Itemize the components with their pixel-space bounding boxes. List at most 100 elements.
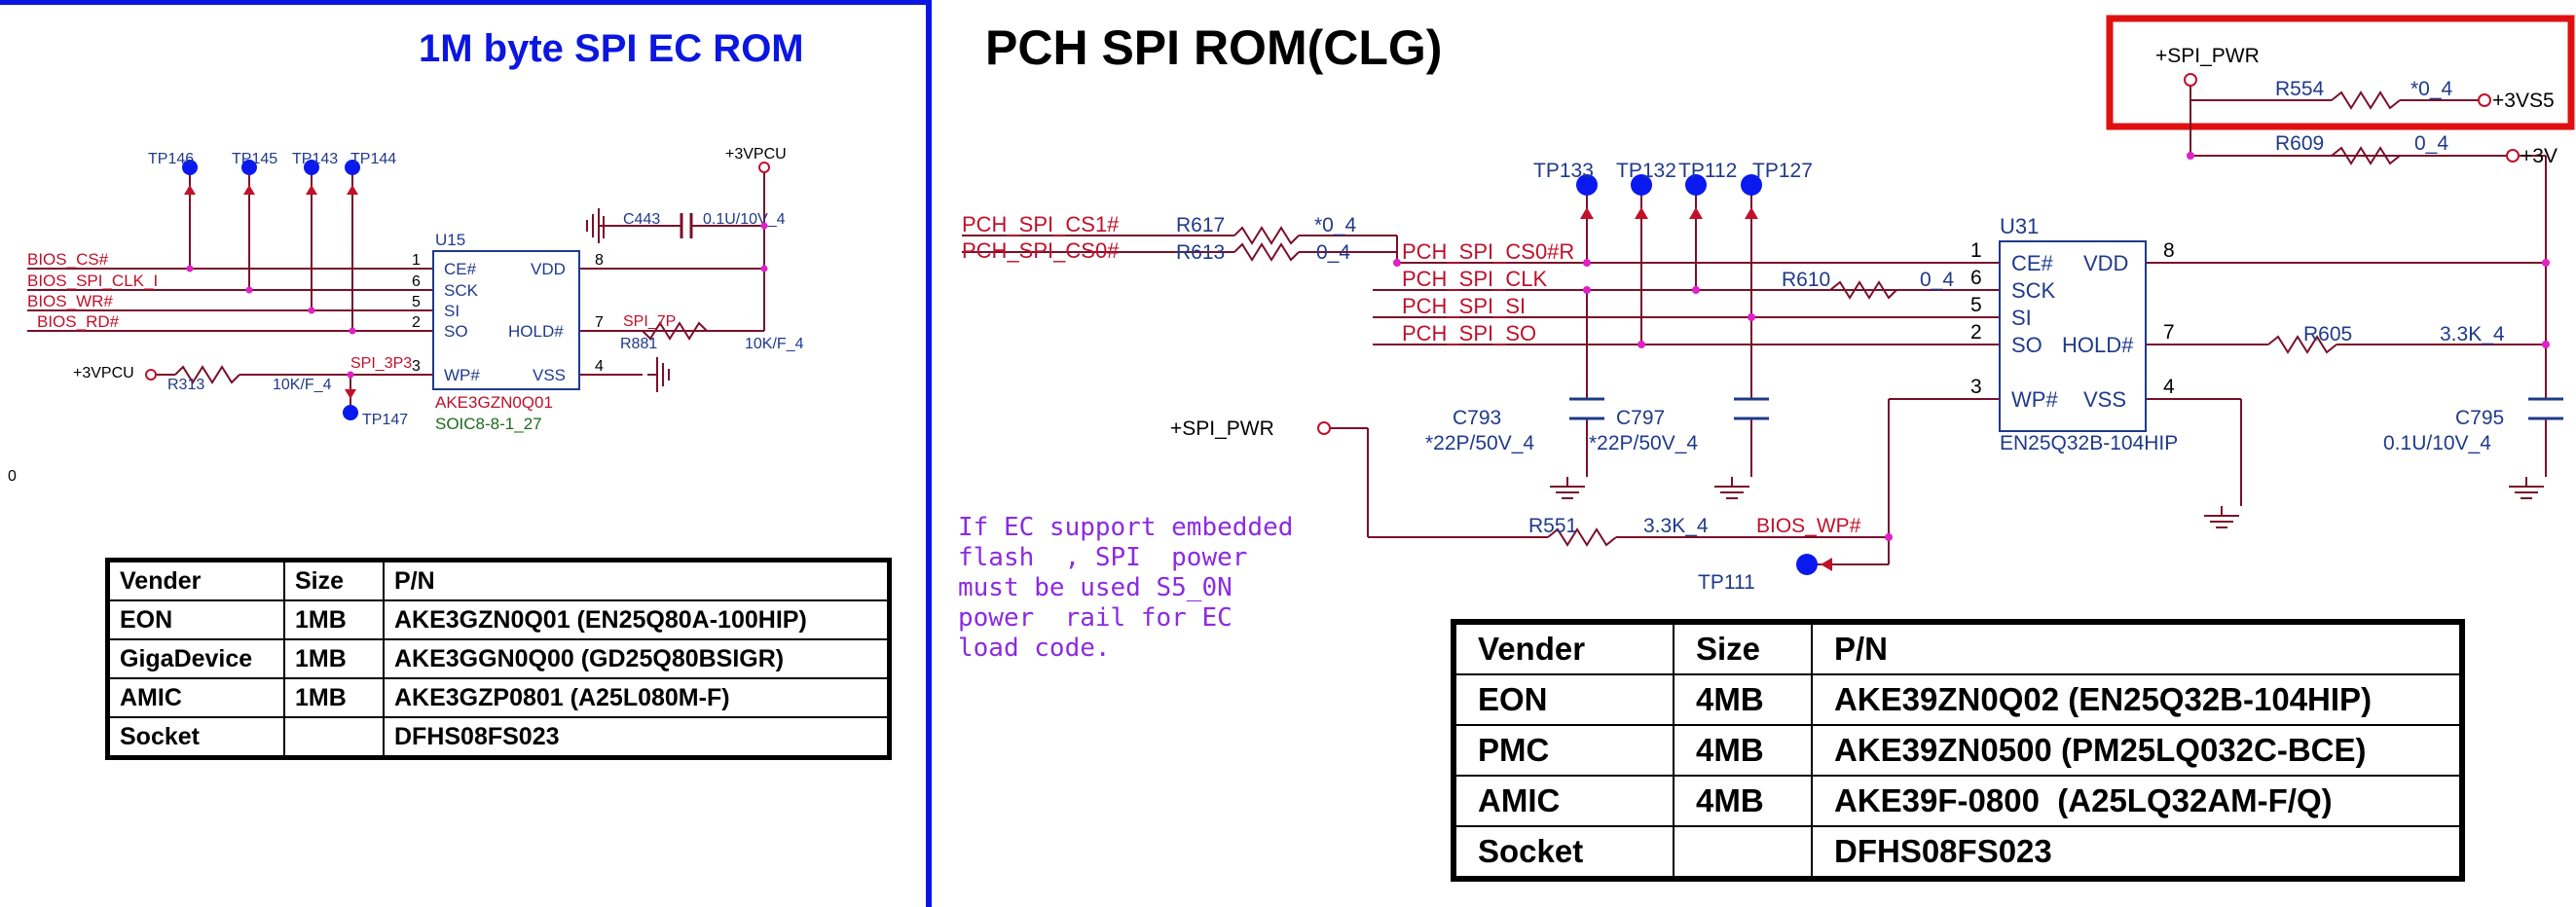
c793-ref: C793 xyxy=(1453,407,1501,429)
table-cell: 4MB xyxy=(1673,775,1813,827)
pch-schematic: U31 CE# SCK SI SO WP# VDD HOLD# VSS 1 6 … xyxy=(962,45,2563,594)
testpoint-tp145 xyxy=(241,160,257,175)
ec-embedded-flash-note: If EC support embedded flash , SPI power… xyxy=(958,513,1293,664)
ec-chip-package: SOIC8-8-1_27 xyxy=(435,415,542,433)
ec-pin-so: SO xyxy=(444,322,468,341)
table-cell: 1MB xyxy=(283,638,385,679)
pch-input-cs1: PCH_SPI_CS1# xyxy=(962,212,1120,236)
c443-ref: C443 xyxy=(623,211,660,228)
r613-ref: R613 xyxy=(1176,241,1225,264)
table-cell: PMC xyxy=(1453,724,1674,777)
ec-pin-sck: SCK xyxy=(444,281,479,300)
spi-pwr-label: +SPI_PWR xyxy=(1170,417,1274,440)
ec-power-label: +3VPCU xyxy=(725,146,787,163)
table-cell: DFHS08FS023 xyxy=(1811,825,2463,880)
table-row: AMIC 4MB AKE39F-0800 (A25LQ32AM-F/Q) xyxy=(1453,775,2463,827)
r617-ref: R617 xyxy=(1176,214,1225,236)
r613-value: 0_4 xyxy=(1316,241,1350,264)
note-line-1: If EC support embedded xyxy=(958,513,1294,542)
pch-pinno-hold: 7 xyxy=(2163,321,2175,344)
r551-ref: R551 xyxy=(1528,515,1577,537)
net-clk: PCH_SPI_CLK xyxy=(1402,267,1548,291)
ec-section-frame xyxy=(0,0,932,907)
table-header-row: Vender Size P/N xyxy=(1453,621,2463,675)
ec-pinno-vss: 4 xyxy=(595,358,604,375)
tp132-label: TP132 xyxy=(1616,160,1676,182)
tp147-label: TP147 xyxy=(362,412,408,428)
r554-value: *0_4 xyxy=(2410,78,2453,100)
table-cell xyxy=(283,716,385,759)
ec-pin-si: SI xyxy=(444,302,460,320)
ec-pinno-ce: 1 xyxy=(412,252,421,269)
edge-label: 0 xyxy=(8,468,17,485)
r313-value: 10K/F_4 xyxy=(273,377,332,393)
table-cell: AKE39ZN0500 (PM25LQ032C-BCE) xyxy=(1811,724,2463,777)
table-row: EON 1MB AKE3GZN0Q01 (EN25Q80A-100HIP) xyxy=(106,599,891,640)
r313-ref: R313 xyxy=(167,377,204,393)
table-cell: 4MB xyxy=(1673,673,1813,726)
table-cell: AKE39ZN0Q02 (EN25Q32B-104HIP) xyxy=(1811,673,2463,726)
testpoint-tp111 xyxy=(1796,554,1818,575)
ec-chip-ref: U15 xyxy=(435,231,465,249)
pch-pinno-so: 2 xyxy=(1970,321,1982,344)
r881-value: 10K/F_4 xyxy=(745,336,804,352)
ec-pin-ce: CE# xyxy=(444,260,477,278)
ec-signal-bios-cs: BIOS_CS# xyxy=(27,250,109,269)
pch-rom-chip xyxy=(1999,240,2147,432)
ec-signal-bios-wr: BIOS_WR# xyxy=(27,292,113,310)
header-pn: P/N xyxy=(1811,621,2463,675)
pch-pin-so: SO xyxy=(2011,333,2042,357)
testpoint-tp132 xyxy=(1631,174,1652,196)
table-cell: 4MB xyxy=(1673,724,1813,777)
pch-pinno-ce: 1 xyxy=(1970,239,1982,262)
header-vender: Vender xyxy=(106,559,285,601)
table-cell: GigaDevice xyxy=(106,638,285,679)
c797-value: *22P/50V_4 xyxy=(1589,432,1698,454)
testpoint-tp127 xyxy=(1741,174,1762,196)
spi-pwr-box-label: +SPI_PWR xyxy=(2155,45,2260,67)
r610-value: 0_4 xyxy=(1920,269,1954,291)
r881-ref: R881 xyxy=(620,336,657,352)
rail-3v-label: +3V xyxy=(2521,145,2558,167)
table-cell: 1MB xyxy=(283,599,385,640)
ec-pinno-wp: 3 xyxy=(412,358,421,375)
header-vender: Vender xyxy=(1453,621,1674,675)
table-cell: AKE39F-0800 (A25LQ32AM-F/Q) xyxy=(1811,775,2463,827)
r605-value: 3.3K_4 xyxy=(2440,323,2505,345)
power-highlight-box xyxy=(2106,15,2575,130)
ec-pinno-vdd: 8 xyxy=(595,252,604,269)
tp145-label: TP145 xyxy=(232,151,277,167)
pch-chip-ref: U31 xyxy=(2000,214,2039,238)
ec-power-label-wp: +3VPCU xyxy=(73,365,134,381)
table-cell: DFHS08FS023 xyxy=(383,716,891,759)
ec-pinno-so: 2 xyxy=(412,314,421,331)
note-line-4: power rail for EC xyxy=(958,603,1233,633)
ec-pin-wp: WP# xyxy=(444,366,480,384)
ec-pin-hold: HOLD# xyxy=(508,322,564,341)
ec-chip-part: AKE3GZN0Q01 xyxy=(435,393,553,412)
pch-pin-si: SI xyxy=(2011,306,2032,330)
pch-pin-vdd: VDD xyxy=(2083,251,2128,275)
c795-ref: C795 xyxy=(2455,407,2504,429)
pch-bom-table: Vender Size P/N EON 4MB AKE39ZN0Q02 (EN2… xyxy=(1451,619,2465,882)
r554-ref: R554 xyxy=(2275,78,2325,100)
ec-rom-chip xyxy=(432,250,580,390)
r609-ref: R609 xyxy=(2275,132,2324,155)
c793-value: *22P/50V_4 xyxy=(1425,432,1534,454)
ec-bom-table: Vender Size P/N EON 1MB AKE3GZN0Q01 (EN2… xyxy=(105,558,892,760)
pch-pin-hold: HOLD# xyxy=(2062,333,2134,357)
ec-pin-vdd: VDD xyxy=(531,260,566,278)
tp133-label: TP133 xyxy=(1533,160,1594,182)
pch-chip-part: EN25Q32B-104HIP xyxy=(2000,432,2178,454)
table-cell: Socket xyxy=(1453,825,1674,880)
table-cell: AKE3GZN0Q01 (EN25Q80A-100HIP) xyxy=(383,599,891,640)
table-cell: AKE3GGN0Q00 (GD25Q80BSIGR) xyxy=(383,638,891,679)
net-cs0r: PCH_SPI_CS0#R xyxy=(1402,239,1574,264)
tp143-label: TP143 xyxy=(292,151,338,167)
r609-value: 0_4 xyxy=(2414,132,2448,155)
c443-value: 0.1U/10V_4 xyxy=(703,211,786,228)
testpoint-tp147 xyxy=(343,405,358,420)
net-spi-7p: SPI_7P xyxy=(623,313,676,330)
